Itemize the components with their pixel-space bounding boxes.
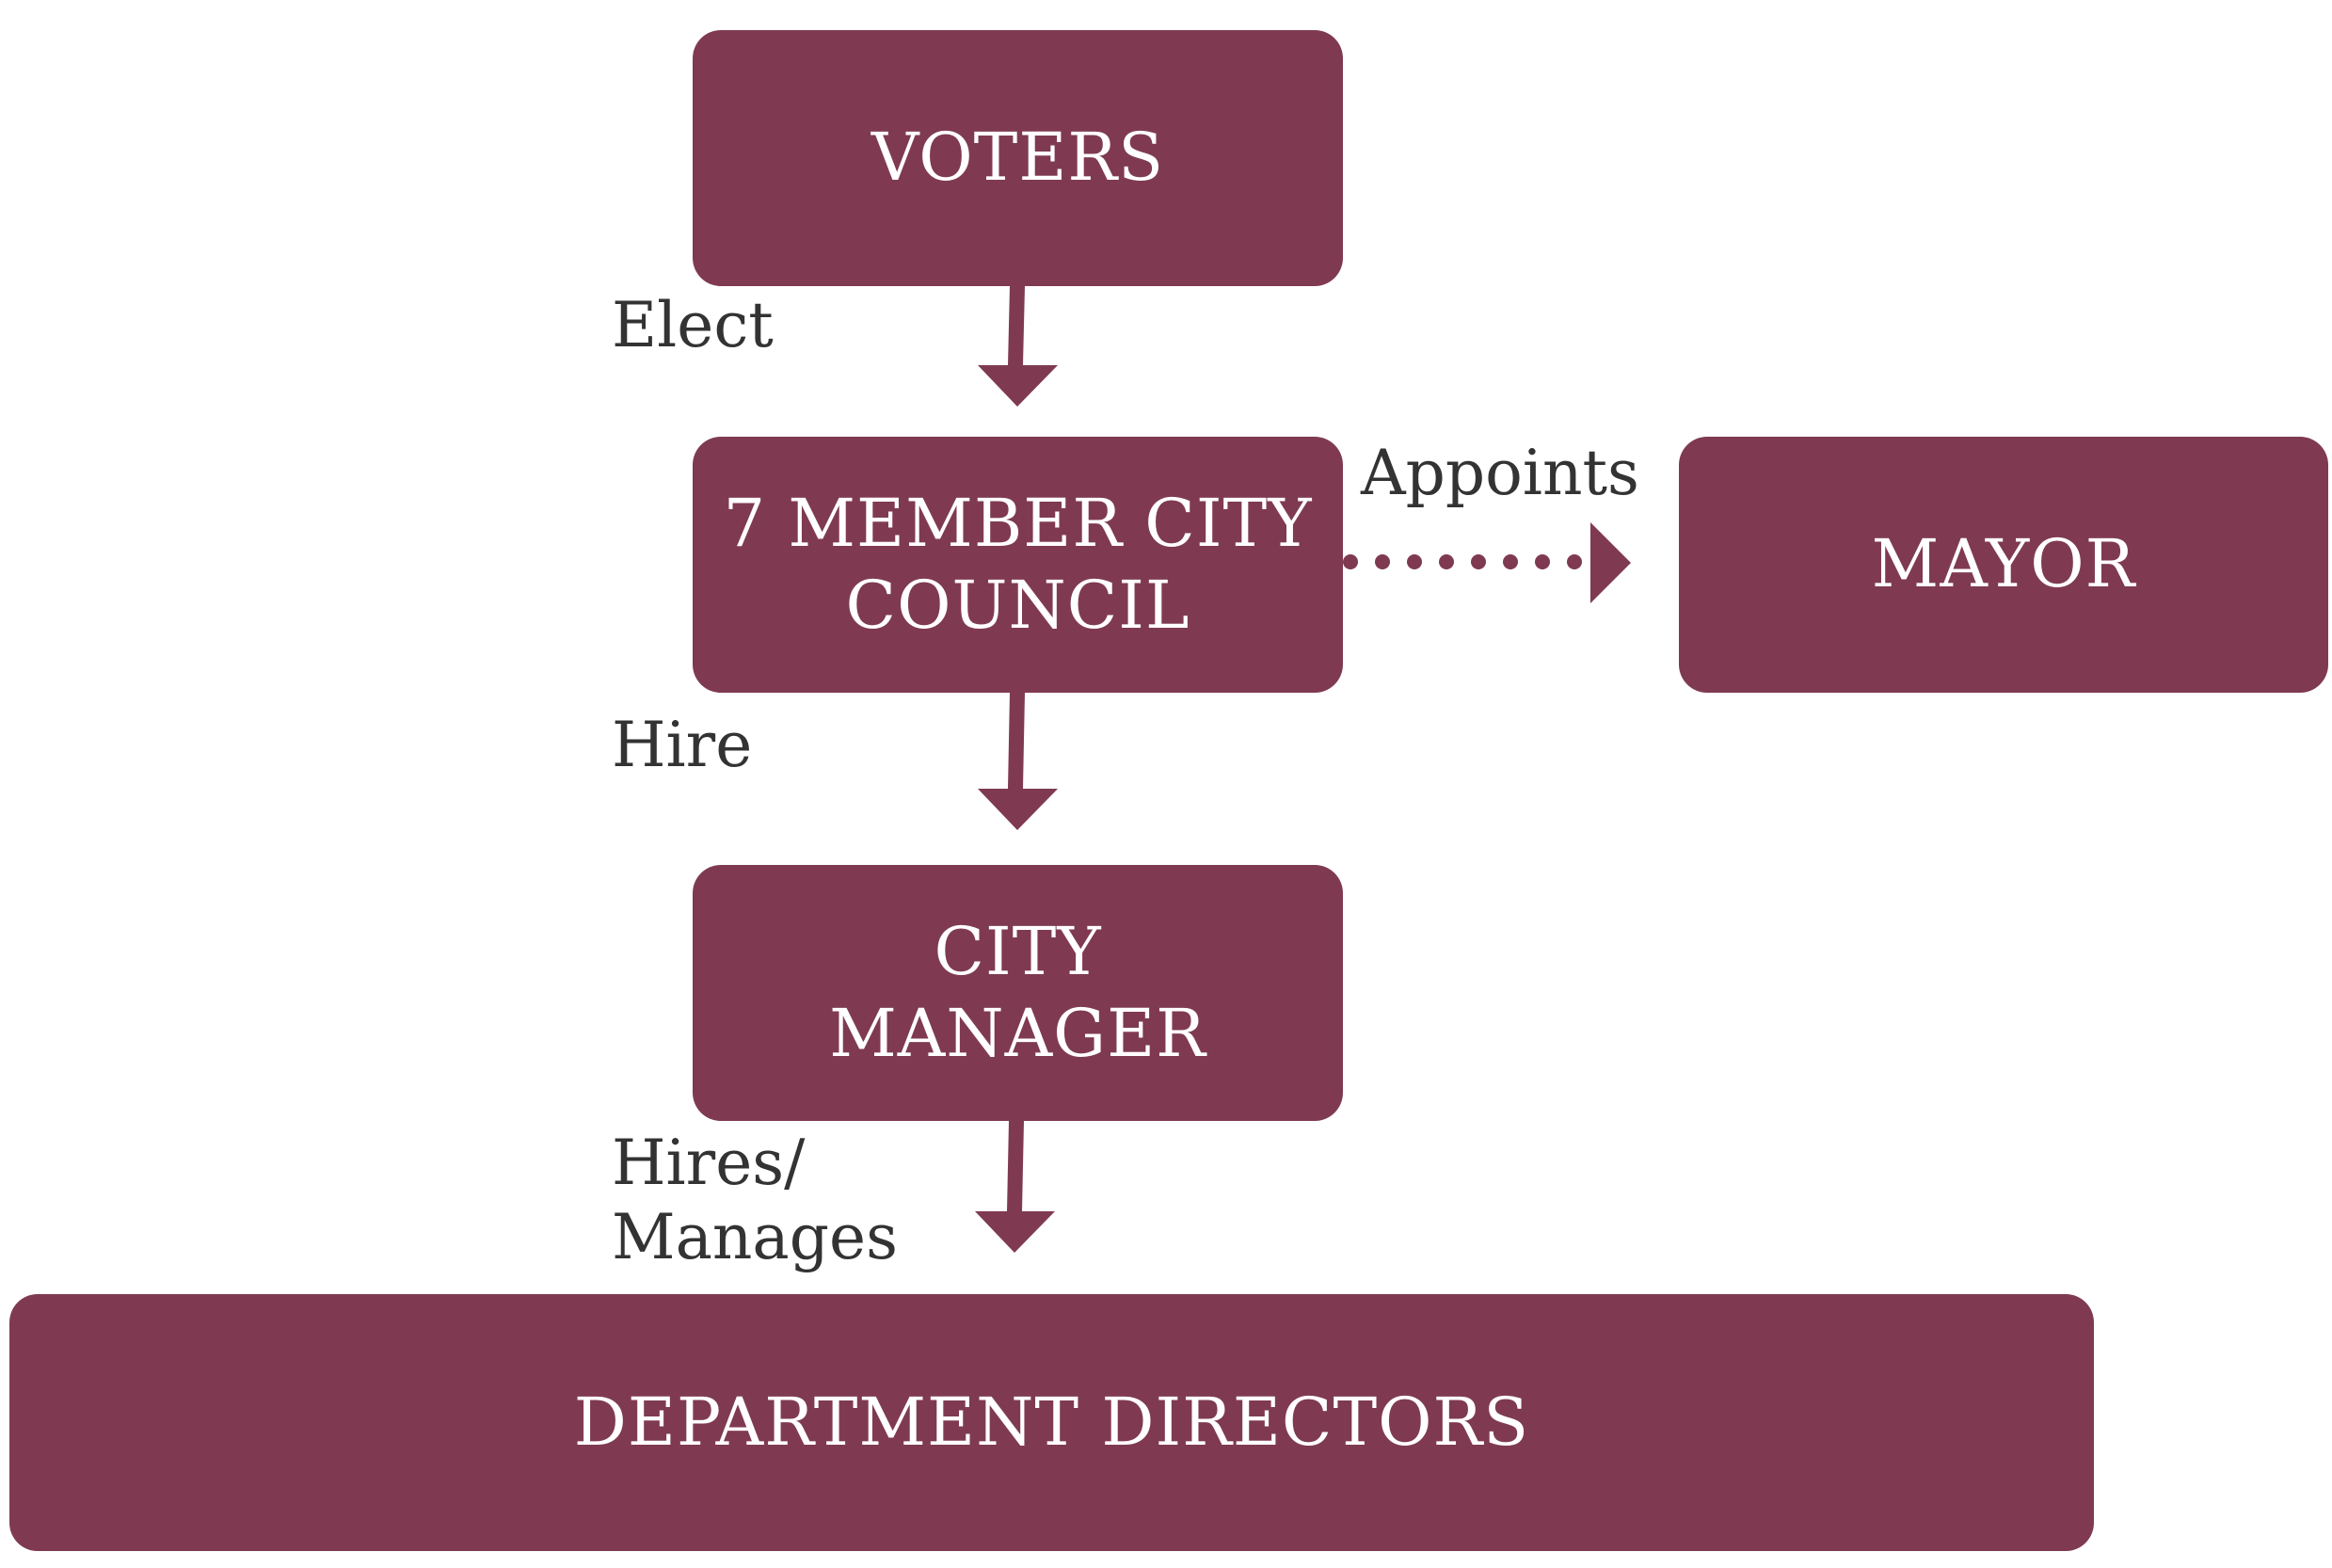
arrow-manager-to-directors — [975, 1121, 1055, 1253]
arrow-council-to-mayor-dotted — [1343, 522, 1631, 603]
node-city-manager-label: CITY MANAGER — [829, 912, 1206, 1073]
arrow-council-to-manager — [978, 693, 1058, 830]
node-mayor: MAYOR — [1679, 437, 2328, 693]
node-city-council: 7 MEMBER CITY COUNCIL — [693, 437, 1343, 693]
node-city-manager: CITY MANAGER — [693, 865, 1343, 1121]
edge-label-hire: Hire — [612, 709, 753, 781]
edge-label-hires-manages: Hires/ Manages — [612, 1127, 898, 1274]
edge-label-elect: Elect — [612, 289, 774, 361]
node-voters: VOTERS — [693, 30, 1343, 286]
node-department-directors-label: DEPARTMENT DIRECTORS — [573, 1383, 1530, 1461]
node-department-directors: DEPARTMENT DIRECTORS — [9, 1294, 2094, 1551]
node-city-council-label: 7 MEMBER CITY COUNCIL — [723, 484, 1313, 645]
arrow-voters-to-council — [978, 286, 1058, 407]
node-voters-label: VOTERS — [871, 119, 1165, 197]
node-mayor-label: MAYOR — [1871, 525, 2136, 603]
edge-label-appoints: Appoints — [1361, 437, 1639, 509]
